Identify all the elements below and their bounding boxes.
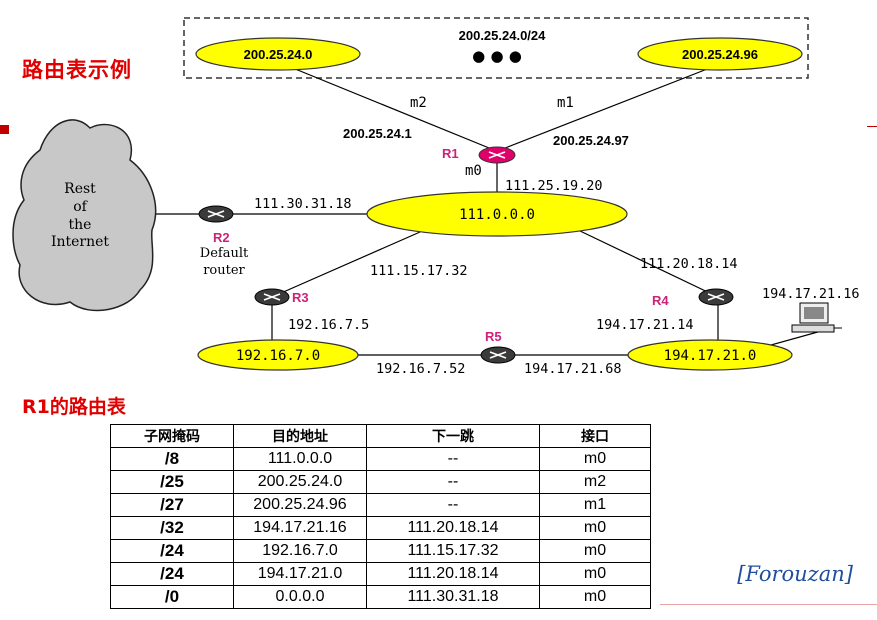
cell-next-hop: 111.15.17.32 bbox=[366, 539, 540, 563]
router-r5-label: R5 bbox=[485, 329, 502, 344]
table-row: /0 0.0.0.0 111.30.31.18 m0 bbox=[110, 585, 651, 609]
cell-mask: /24 bbox=[110, 539, 234, 563]
slide-bullet-mark bbox=[0, 125, 9, 134]
address-r4-up: 111.20.18.14 bbox=[640, 256, 738, 272]
address-r3-up: 111.15.17.32 bbox=[370, 263, 468, 279]
default-router-label-2: router bbox=[203, 263, 245, 278]
cell-interface: m0 bbox=[539, 562, 651, 586]
network-n2 bbox=[637, 37, 803, 71]
address-r2: 111.30.31.18 bbox=[254, 196, 352, 212]
internet-label-3: the bbox=[69, 217, 92, 233]
host-computer-icon bbox=[791, 302, 842, 333]
interface-m1-label: m1 bbox=[557, 95, 574, 111]
network-core bbox=[366, 191, 628, 237]
cell-destination: 194.17.21.0 bbox=[233, 562, 367, 586]
network-n1-label: 200.25.24.0 bbox=[244, 47, 313, 62]
site-network-label: 200.25.24.0/24 bbox=[459, 28, 547, 43]
link-r1-n1 bbox=[282, 63, 495, 151]
header-interface: 接口 bbox=[539, 424, 651, 448]
network-n3-label: 192.16.7.0 bbox=[236, 348, 320, 364]
cell-destination: 200.25.24.96 bbox=[233, 493, 367, 517]
table-row: /24 194.17.21.0 111.20.18.14 m0 bbox=[110, 562, 651, 586]
router-r3-icon bbox=[254, 288, 290, 306]
router-r1-icon bbox=[478, 146, 516, 164]
router-r5-icon bbox=[480, 346, 516, 364]
cell-destination: 192.16.7.0 bbox=[233, 539, 367, 563]
cell-mask: /24 bbox=[110, 562, 234, 586]
network-diagram: Rest of the Internet 200.25.24.0 200.25.… bbox=[12, 17, 860, 377]
internet-cloud bbox=[12, 119, 157, 312]
address-host: 194.17.21.16 bbox=[762, 286, 860, 302]
internet-label-4: Internet bbox=[51, 234, 109, 250]
table-row: /8 111.0.0.0 -- m0 bbox=[110, 447, 651, 471]
address-r1-m2: 200.25.24.1 bbox=[343, 126, 412, 141]
routing-table: 子网掩码 目的地址 下一跳 接口 /8 111.0.0.0 -- m0 /25 … bbox=[110, 424, 651, 609]
address-r5-left: 192.16.7.52 bbox=[376, 361, 465, 377]
cell-mask: /0 bbox=[110, 585, 234, 609]
header-mask: 子网掩码 bbox=[110, 424, 234, 448]
address-r1-m1: 200.25.24.97 bbox=[553, 133, 629, 148]
cell-next-hop: 111.20.18.14 bbox=[366, 516, 540, 540]
table-row: /32 194.17.21.16 111.20.18.14 m0 bbox=[110, 516, 651, 540]
cell-next-hop: 111.30.31.18 bbox=[366, 585, 540, 609]
network-core-label: 111.0.0.0 bbox=[459, 207, 535, 223]
address-r5-right: 194.17.21.68 bbox=[524, 361, 622, 377]
table-row: /25 200.25.24.0 -- m2 bbox=[110, 470, 651, 494]
cell-destination: 0.0.0.0 bbox=[233, 585, 367, 609]
cell-destination: 111.0.0.0 bbox=[233, 447, 367, 471]
site-box bbox=[183, 17, 809, 79]
router-r4-icon bbox=[698, 288, 734, 306]
interface-m0-label: m0 bbox=[465, 163, 482, 179]
cell-mask: /32 bbox=[110, 516, 234, 540]
footer-rule bbox=[660, 604, 877, 605]
cell-next-hop: -- bbox=[366, 447, 540, 471]
internet-label-1: Rest bbox=[64, 181, 96, 197]
table-header-row: 子网掩码 目的地址 下一跳 接口 bbox=[110, 424, 651, 448]
table-row: /27 200.25.24.96 -- m1 bbox=[110, 493, 651, 517]
network-n2-label: 200.25.24.96 bbox=[682, 47, 758, 62]
cell-mask: /25 bbox=[110, 470, 234, 494]
router-r1-label: R1 bbox=[442, 146, 459, 161]
cell-interface: m0 bbox=[539, 447, 651, 471]
address-r1-m0: 111.25.19.20 bbox=[505, 178, 603, 194]
network-n4 bbox=[627, 339, 793, 371]
cell-destination: 200.25.24.0 bbox=[233, 470, 367, 494]
cell-interface: m1 bbox=[539, 493, 651, 517]
cell-interface: m0 bbox=[539, 539, 651, 563]
cell-destination: 194.17.21.16 bbox=[233, 516, 367, 540]
table-title: R1的路由表 bbox=[22, 396, 126, 418]
cell-mask: /27 bbox=[110, 493, 234, 517]
cell-interface: m0 bbox=[539, 516, 651, 540]
cell-next-hop: 111.20.18.14 bbox=[366, 562, 540, 586]
interface-m2-label: m2 bbox=[410, 95, 427, 111]
cell-interface: m0 bbox=[539, 585, 651, 609]
header-destination: 目的地址 bbox=[233, 424, 367, 448]
network-n3 bbox=[197, 339, 359, 371]
router-r2-label: R2 bbox=[213, 230, 230, 245]
cell-mask: /8 bbox=[110, 447, 234, 471]
address-r4-down: 194.17.21.14 bbox=[596, 317, 694, 333]
slide-title: 路由表示例 bbox=[22, 58, 132, 82]
source-credit: [Forouzan] bbox=[737, 562, 853, 586]
internet-label-2: of bbox=[73, 199, 88, 215]
router-r4-label: R4 bbox=[652, 293, 669, 308]
cell-interface: m2 bbox=[539, 470, 651, 494]
network-n1 bbox=[195, 37, 361, 71]
table-row: /24 192.16.7.0 111.15.17.32 m0 bbox=[110, 539, 651, 563]
site-ellipsis: ● ● ● bbox=[472, 47, 522, 65]
link-r4-core bbox=[577, 229, 719, 298]
link-r1-n2 bbox=[499, 63, 721, 151]
address-r3-down: 192.16.7.5 bbox=[288, 317, 369, 333]
cell-next-hop: -- bbox=[366, 470, 540, 494]
default-router-label-1: Default bbox=[200, 246, 249, 261]
router-r3-label: R3 bbox=[292, 290, 309, 305]
header-next-hop: 下一跳 bbox=[366, 424, 540, 448]
link-r3-core bbox=[271, 231, 421, 298]
network-n4-label: 194.17.21.0 bbox=[664, 348, 757, 364]
cell-next-hop: -- bbox=[366, 493, 540, 517]
slide-edge-mark bbox=[867, 126, 877, 127]
router-r2-icon bbox=[198, 205, 234, 223]
